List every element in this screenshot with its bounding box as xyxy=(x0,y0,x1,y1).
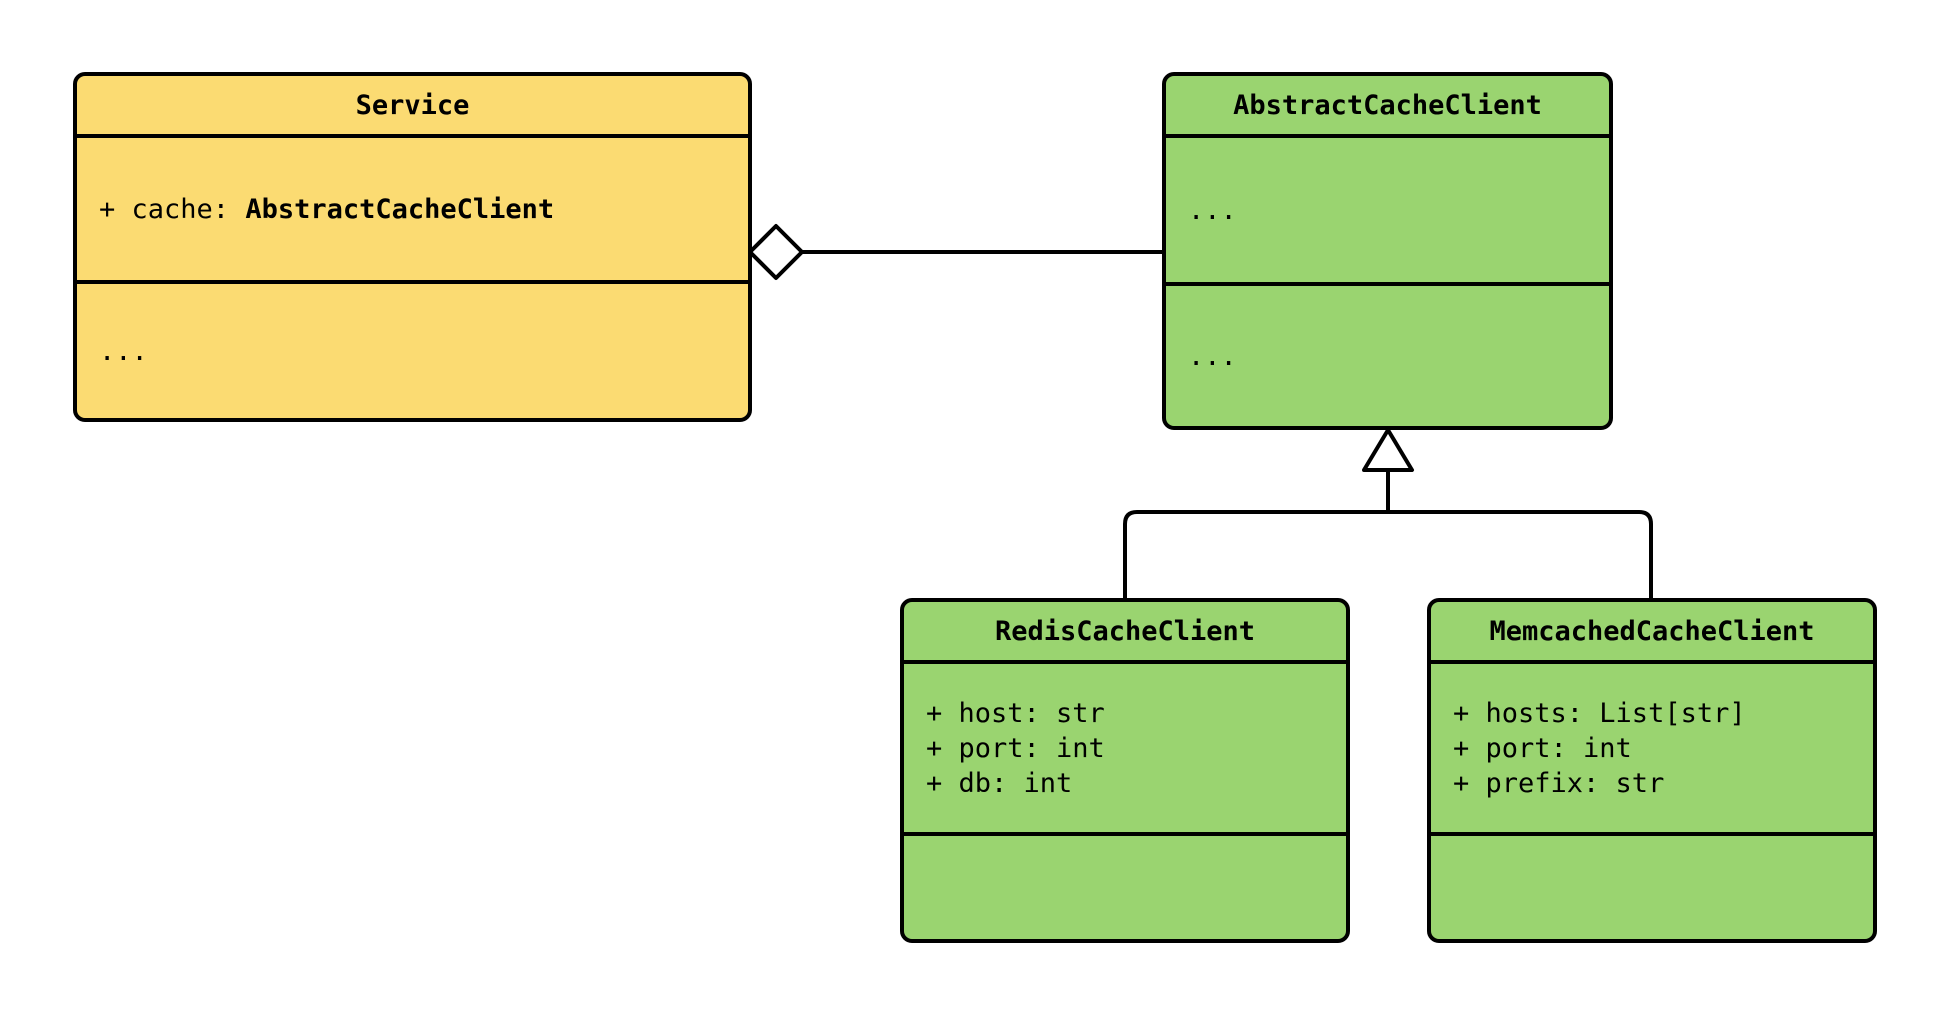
class-methods-memcachedcacheclient xyxy=(1431,836,1873,939)
attribute-row: + cache: AbstractCacheClient xyxy=(99,196,748,223)
hollow-diamond-icon xyxy=(748,224,804,280)
attribute-row: + port: int xyxy=(926,732,1105,764)
attribute-row: + hosts: List[str] xyxy=(1453,697,1746,729)
methods-ellipsis: ... xyxy=(1188,340,1237,372)
aggregation-edge-service-to-abstractcacheclient xyxy=(748,224,1162,280)
attribute-row: + prefix: str xyxy=(1453,767,1665,799)
class-box-service[interactable]: Service + cache: AbstractCacheClient ... xyxy=(73,72,752,422)
generalization-edge-group xyxy=(1123,428,1653,598)
attribute-row: + host: str xyxy=(926,697,1105,729)
class-methods-rediscacheclient xyxy=(904,836,1346,939)
class-name-rediscacheclient: RedisCacheClient xyxy=(994,615,1256,647)
class-attributes-memcachedcacheclient: + hosts: List[str] + port: int + prefix:… xyxy=(1431,664,1873,836)
hollow-triangle-icon xyxy=(1362,428,1414,472)
class-attributes-abstractcacheclient: ... xyxy=(1166,138,1609,286)
class-header-abstractcacheclient: AbstractCacheClient xyxy=(1166,76,1609,138)
attribute-prefix: + cache: xyxy=(99,193,246,225)
attribute-row: + db: int xyxy=(926,767,1073,799)
class-methods-abstractcacheclient: ... xyxy=(1166,286,1609,426)
class-header-service: Service xyxy=(77,76,748,138)
class-box-memcachedcacheclient[interactable]: MemcachedCacheClient + hosts: List[str] … xyxy=(1427,598,1877,943)
class-box-abstractcacheclient[interactable]: AbstractCacheClient ... ... xyxy=(1162,72,1613,430)
class-name-memcachedcacheclient: MemcachedCacheClient xyxy=(1489,615,1815,647)
attribute-row: + port: int xyxy=(1453,732,1632,764)
class-header-memcachedcacheclient: MemcachedCacheClient xyxy=(1431,602,1873,664)
class-header-rediscacheclient: RedisCacheClient xyxy=(904,602,1346,664)
methods-ellipsis: ... xyxy=(99,335,148,367)
class-methods-service: ... xyxy=(77,284,748,418)
generalization-branch-memcached xyxy=(1388,510,1653,598)
class-box-rediscacheclient[interactable]: RedisCacheClient + host: str + port: int… xyxy=(900,598,1350,943)
class-attributes-rediscacheclient: + host: str + port: int + db: int xyxy=(904,664,1346,836)
class-attributes-service: + cache: AbstractCacheClient xyxy=(77,138,748,284)
class-name-service: Service xyxy=(355,89,470,121)
attributes-ellipsis: ... xyxy=(1188,194,1237,226)
class-name-abstractcacheclient: AbstractCacheClient xyxy=(1233,89,1542,121)
attribute-type: AbstractCacheClient xyxy=(245,193,555,225)
generalization-branch-redis xyxy=(1123,510,1388,598)
